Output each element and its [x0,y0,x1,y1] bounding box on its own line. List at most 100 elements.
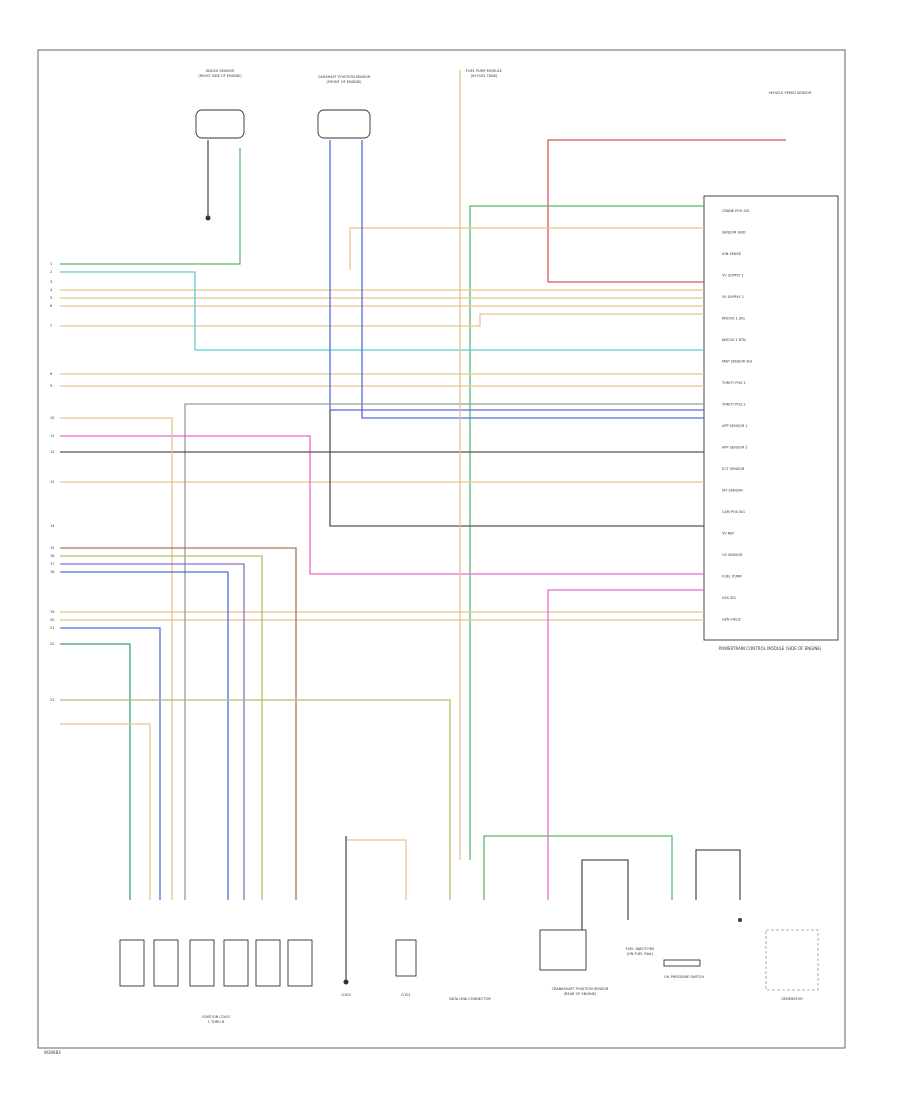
wire-blue-2 [361,140,704,419]
connector-top-2 [317,109,371,139]
wire-cyan-1 [60,271,704,351]
left-pin-number: 23 [50,698,54,702]
wire-black-4 [695,849,741,900]
wire-orange-1 [349,227,704,270]
left-pin-number: 5 [50,296,52,300]
pcm-pin-label: KNOCK 1 RTN [722,338,746,342]
left-pin-number: 11 [50,434,54,438]
left-pin-number: 4 [50,288,53,292]
coil-2 [153,939,179,987]
pcm-pin-label: 5V SUPPLY 1 [722,274,744,278]
left-pin-number: 10 [50,416,54,420]
wire-black-3 [581,859,629,930]
wire-group [60,70,786,980]
component-name: FUEL INJECTORS [626,947,656,951]
wire-gray-1 [184,403,704,900]
pcm-pin-label: KNOCK 1 SIG [722,317,745,321]
pcm-pin-label: IGN SENSE [722,252,741,256]
left-pin-number: 2 [50,270,52,274]
component-name: FUEL PUMP MODULE [466,69,502,73]
component-location: (REAR OF ENGINE) [564,992,597,996]
coil-1 [119,939,145,987]
component-location: (IN FUEL TANK) [471,74,498,78]
wire-olive-2 [60,699,451,900]
left-pin-number: 14 [50,524,55,528]
pcm-pin-label: 5V SUPPLY 2 [722,295,744,299]
wire-green-3 [483,835,673,900]
pcm-pin-label: VSS SIG [722,596,736,600]
pcm-pin-label: 5V REF [722,532,734,536]
coil-6 [287,939,313,987]
pcm-pin-label: CRANK POS SIG [722,209,750,213]
left-pin-number: 18 [50,570,54,574]
left-pin-number: 13 [50,480,54,484]
coil-5 [255,939,281,987]
ground-top-left [205,215,211,221]
wire-violet-1 [60,563,245,900]
pcm-pin-label: THROT POS 2 [721,403,746,407]
diagram-frame [37,49,846,1049]
component-name: CRANKSHAFT POSITION SENSOR [552,987,609,991]
left-pin-number: 1 [50,262,52,266]
left-pin-number: 6 [50,304,52,308]
pcm-pin-label: IAT SENSOR [722,489,743,493]
component-name: G101 [401,993,410,997]
wire-pink-2 [547,589,704,900]
left-pin-number: 19 [50,610,54,614]
component-name: KNOCK SENSOR [206,69,235,73]
component-name: G100 [341,993,350,997]
connector-bottom-1 [395,939,417,977]
left-pin-number: 17 [50,562,54,566]
coil-4 [223,939,249,987]
dlc-box [663,959,701,967]
wire-brown-1 [60,547,297,900]
left-pin-number: 16 [50,554,54,558]
wire-orange-11 [60,723,151,900]
wire-blue-4 [60,627,161,900]
pcm-pin-label: CAM POS SIG [722,510,745,514]
component-name: GENERATOR [781,997,803,1001]
connector-top-1 [195,109,245,139]
component-name: CAMSHAFT POSITION SENSOR [318,75,371,79]
component-location: (FRONT OF ENGINE) [326,80,362,84]
pcm-pin-label: MAP SENSOR SIG [722,360,752,364]
left-pin-number: 15 [50,546,54,550]
wire-green-2 [60,148,241,265]
pcm-pin-label: APP SENSOR 2 [722,446,748,450]
component-location: (RIGHT SIDE OF ENGINE) [198,74,242,78]
component-location: 1 THRU 6 [208,1020,224,1024]
footer-code: W30683 [44,1050,61,1055]
component-name: VEHICLE SPEED SENSOR [768,91,812,95]
wire-pink-1 [60,435,704,575]
top-connectors [195,109,371,221]
wire-orange-5 [60,313,704,327]
left-pin-number: 7 [50,324,52,328]
left-pin-number: 21 [50,626,54,630]
component-name: DATA LINK CONNECTOR [449,997,491,1001]
ground-g100 [343,979,349,985]
left-pin-number: 9 [50,384,52,388]
component-name: IGNITION COILS [202,1015,230,1019]
wire-black-1 [329,410,704,527]
pcm-pin-label: ECT SENSOR [722,467,745,471]
component-name: OIL PRESSURE SWITCH [664,975,704,979]
left-pin-number: 3 [50,280,52,284]
pcm-pin-label: THROT POS 1 [721,381,746,385]
wire-teal-1 [60,643,131,900]
pcm-pin-label: FUEL PUMP [722,575,742,579]
generator-box [765,929,819,991]
pcm-caption: POWERTRAIN CONTROL MODULE (SIDE OF ENGIN… [719,646,822,651]
left-pin-number: 22 [50,642,54,646]
pcm-box [703,195,839,641]
bottom-components [119,918,819,991]
left-pin-number: 8 [50,372,52,376]
wire-blue-1 [329,140,704,411]
component-location: (ON FUEL RAIL) [627,952,654,956]
coil-3 [189,939,215,987]
ground-g101 [738,918,742,922]
wire-blue-3 [60,571,229,900]
pcm-pin-label: O2 SENSOR [722,553,743,557]
wire-red-1 [547,139,786,282]
